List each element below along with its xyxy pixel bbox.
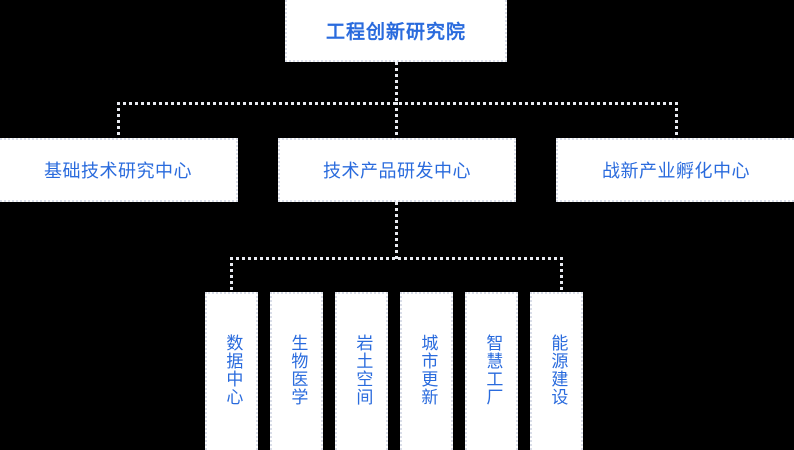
node-unit-data-center[interactable]: 数据中心 bbox=[205, 292, 258, 450]
connector-level3-bus bbox=[230, 257, 563, 260]
node-center-label: 基础技术研究中心 bbox=[44, 161, 192, 182]
node-center-label: 战新产业孵化中心 bbox=[602, 161, 750, 182]
node-unit-label: 岩土空间 bbox=[352, 334, 373, 406]
node-unit-label: 能源建设 bbox=[547, 334, 568, 406]
connector-root-stem bbox=[395, 62, 398, 104]
node-unit-biomedicine[interactable]: 生物医学 bbox=[270, 292, 323, 450]
node-unit-label: 数据中心 bbox=[222, 334, 243, 406]
node-unit-label: 城市更新 bbox=[417, 334, 438, 406]
connector-drop-center-right bbox=[675, 102, 678, 140]
node-root-label: 工程创新研究院 bbox=[325, 20, 466, 43]
connector-middle-center-stem bbox=[395, 202, 398, 260]
node-unit-smart-factory[interactable]: 智慧工厂 bbox=[465, 292, 518, 450]
node-center-product-rnd[interactable]: 技术产品研发中心 bbox=[278, 138, 516, 202]
node-unit-urban-renewal[interactable]: 城市更新 bbox=[400, 292, 453, 450]
node-unit-label: 生物医学 bbox=[287, 334, 308, 406]
node-root[interactable]: 工程创新研究院 bbox=[285, 0, 507, 62]
connector-drop-center-middle bbox=[395, 102, 398, 140]
node-center-label: 技术产品研发中心 bbox=[323, 161, 471, 182]
connector-drop-center-left bbox=[117, 102, 120, 140]
node-unit-energy-construction[interactable]: 能源建设 bbox=[530, 292, 583, 450]
node-center-basic-technology[interactable]: 基础技术研究中心 bbox=[0, 138, 238, 202]
node-unit-label: 智慧工厂 bbox=[482, 334, 503, 406]
node-unit-geotechnical-space[interactable]: 岩土空间 bbox=[335, 292, 388, 450]
connector-drop-unit-left bbox=[230, 257, 233, 294]
node-center-industry-incubation[interactable]: 战新产业孵化中心 bbox=[556, 138, 794, 202]
connector-drop-unit-right bbox=[560, 257, 563, 294]
